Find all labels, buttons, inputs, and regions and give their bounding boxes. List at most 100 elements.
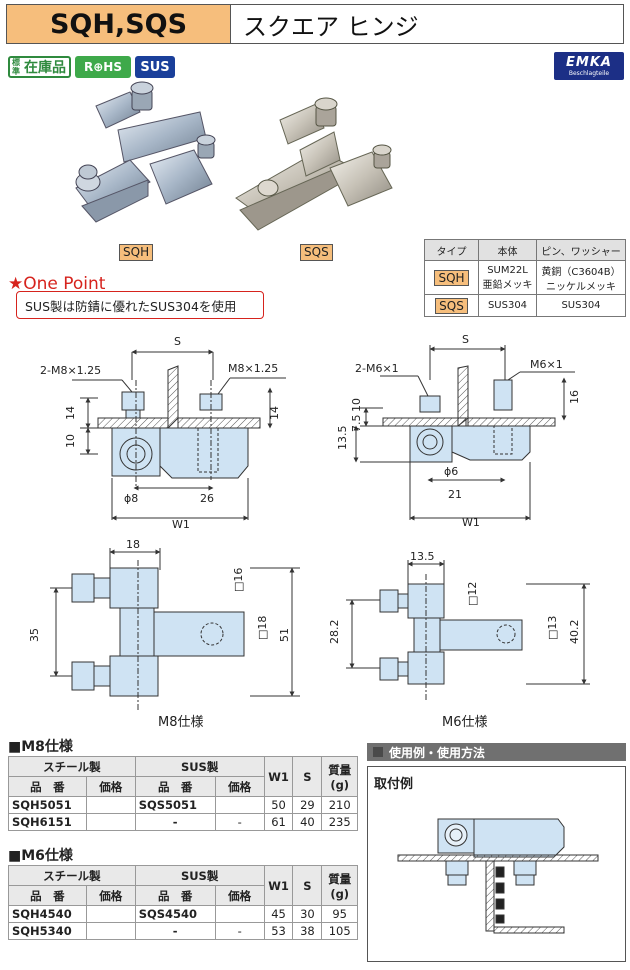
usage-example-box: 取付例: [367, 766, 626, 962]
m6-dim-phi: ϕ6: [444, 465, 458, 478]
sqs-photo: [235, 97, 393, 231]
sus-code: SQS5051: [134, 796, 216, 814]
m8-col-w1: W1: [263, 756, 294, 797]
m8-bolt-right-label: M8×1.25: [228, 362, 278, 375]
spec-header-type: タイプ: [424, 239, 479, 261]
mass-value: 105: [321, 922, 358, 940]
m6-col-steel-code: 品 番: [8, 885, 87, 906]
m8-dim-10: 10: [64, 434, 77, 448]
m6-group-steel: スチール製: [8, 865, 136, 886]
m6-side-view: [353, 345, 575, 521]
sqh-photo-label: SQH: [119, 244, 154, 261]
m6-dim-10: 10: [350, 398, 363, 412]
spec-pin-cell: 黄銅（C3604B） ニッケルメッキ: [536, 260, 626, 295]
steel-price: [85, 813, 136, 831]
sqs-photo-label: SQS: [300, 244, 333, 261]
m8-col-mass: 質量(g): [321, 756, 358, 797]
brand-logo: EMKA Beschlagteile: [554, 52, 624, 80]
table-row: SQH4540 SQS4540 45 30 95: [8, 905, 358, 923]
m8-col-steel-code: 品 番: [8, 776, 87, 797]
stock-badge: 標準 在庫品: [8, 56, 71, 78]
spec-pin-material: 黄銅（C3604B）: [541, 266, 621, 278]
technical-drawings: S 2-M8×1.25 M8×1.25 14 10 14 ϕ8 26 W1 S …: [28, 333, 590, 730]
section-marker-icon: [373, 747, 383, 757]
spec-body-cell: SUM22L 亜鉛メッキ: [478, 260, 537, 295]
m8-col-s: S: [292, 756, 323, 797]
m6-dim-w1: W1: [462, 516, 480, 529]
m6-group-sus: SUS製: [134, 865, 265, 886]
s-value: 38: [292, 922, 323, 940]
sus-code: -: [134, 922, 216, 940]
m6-col-sus-code: 品 番: [134, 885, 216, 906]
m6-dim-16: 16: [568, 390, 581, 404]
spec-row: SQS SUS304 SUS304: [424, 294, 626, 317]
spec-body-cell: SUS304: [478, 294, 537, 317]
m6-col-s: S: [292, 865, 323, 906]
m8-col-sus-price: 価格: [214, 776, 265, 797]
steel-price: [85, 796, 136, 814]
w1-value: 61: [263, 813, 294, 831]
m8-group-steel: スチール製: [8, 756, 136, 777]
s-value: 30: [292, 905, 323, 923]
m6-top-dim-13-5: 13.5: [410, 550, 435, 563]
m8-col-sus-code: 品 番: [134, 776, 216, 797]
m8-table-title: ■M8仕様: [8, 739, 73, 755]
spec-header-pin: ピン、ワッシャー: [536, 239, 626, 261]
m6-top-dim-40-2: 40.2: [568, 620, 581, 645]
m6-dim-s: S: [462, 333, 469, 346]
w1-value: 45: [263, 905, 294, 923]
m8-col-steel-price: 価格: [85, 776, 136, 797]
brand-tagline: Beschlagteile: [568, 69, 610, 77]
sus-code: -: [134, 813, 216, 831]
m8-dim-14a: 14: [64, 406, 77, 420]
m8-top-view: [50, 548, 300, 710]
spec-header-body: 本体: [478, 239, 537, 261]
table-row: SQH5340 - - 53 38 105: [8, 922, 358, 940]
sus-price: [214, 796, 265, 814]
steel-code: SQH5340: [8, 922, 87, 940]
steel-price: [85, 905, 136, 923]
spec-pin-finish: ニッケルメッキ: [546, 281, 616, 293]
spec-type-cell: SQH: [424, 260, 479, 295]
m8-group-sus: SUS製: [134, 756, 265, 777]
m8-dim-26: 26: [200, 492, 214, 505]
m6-table-title: ■M6仕様: [8, 848, 73, 864]
m8-top-dim-sq16: □16: [232, 568, 245, 592]
table-row: SQH6151 - - 61 40 235: [8, 813, 358, 831]
m8-caption: M8仕様: [158, 715, 204, 730]
m6-dim-21: 21: [448, 488, 462, 501]
sus-code: SQS4540: [134, 905, 216, 923]
m8-dim-s: S: [174, 335, 181, 348]
spec-body-finish: 亜鉛メッキ: [482, 279, 533, 291]
one-point-box: SUS製は防錆に優れたSUS304を使用: [16, 291, 264, 319]
m8-top-dim-35: 35: [28, 628, 41, 642]
m8-price-table: スチール製 SUS製 W1 S 質量(g) 品 番 価格 品 番 価格 SQH5…: [8, 756, 358, 831]
sus-price: [214, 905, 265, 923]
mass-value: 95: [321, 905, 358, 923]
table-row: SQH5051 SQS5051 50 29 210: [8, 796, 358, 814]
m6-caption: M6仕様: [442, 715, 488, 730]
m6-col-sus-price: 価格: [214, 885, 265, 906]
spec-row: SQH SUM22L 亜鉛メッキ 黄銅（C3604B） ニッケルメッキ: [424, 260, 626, 295]
rohs-badge: R⊕HS: [75, 56, 131, 78]
spec-body-material: SUM22L: [487, 264, 528, 276]
steel-code: SQH4540: [8, 905, 87, 923]
m8-top-dim-18: 18: [126, 538, 140, 551]
usage-section-title: 使用例・使用方法: [389, 745, 486, 760]
stock-badge-label: 在庫品: [24, 60, 66, 76]
steel-code: SQH6151: [8, 813, 87, 831]
m6-price-table: スチール製 SUS製 W1 S 質量(g) 品 番 価格 品 番 価格 SQH4…: [8, 865, 358, 940]
m8-dim-phi: ϕ8: [124, 492, 138, 505]
m6-col-mass: 質量(g): [321, 865, 358, 906]
steel-code: SQH5051: [8, 796, 87, 814]
mass-value: 210: [321, 796, 358, 814]
sus-price: -: [214, 922, 265, 940]
m6-dim-7-5: 7.5: [350, 415, 363, 433]
m6-top-dim-sq13: □13: [546, 616, 559, 640]
material-spec-table: タイプ 本体 ピン、ワッシャー SQH SUM22L 亜鉛メッキ 黄銅（C3604…: [424, 239, 626, 317]
m8-top-dim-sq18: □18: [256, 616, 269, 640]
title-header: SQH,SQS スクエア ヒンジ: [6, 4, 624, 44]
m6-col-w1: W1: [263, 865, 294, 906]
mounting-example-illustration: [397, 818, 599, 934]
sus-price: -: [214, 813, 265, 831]
